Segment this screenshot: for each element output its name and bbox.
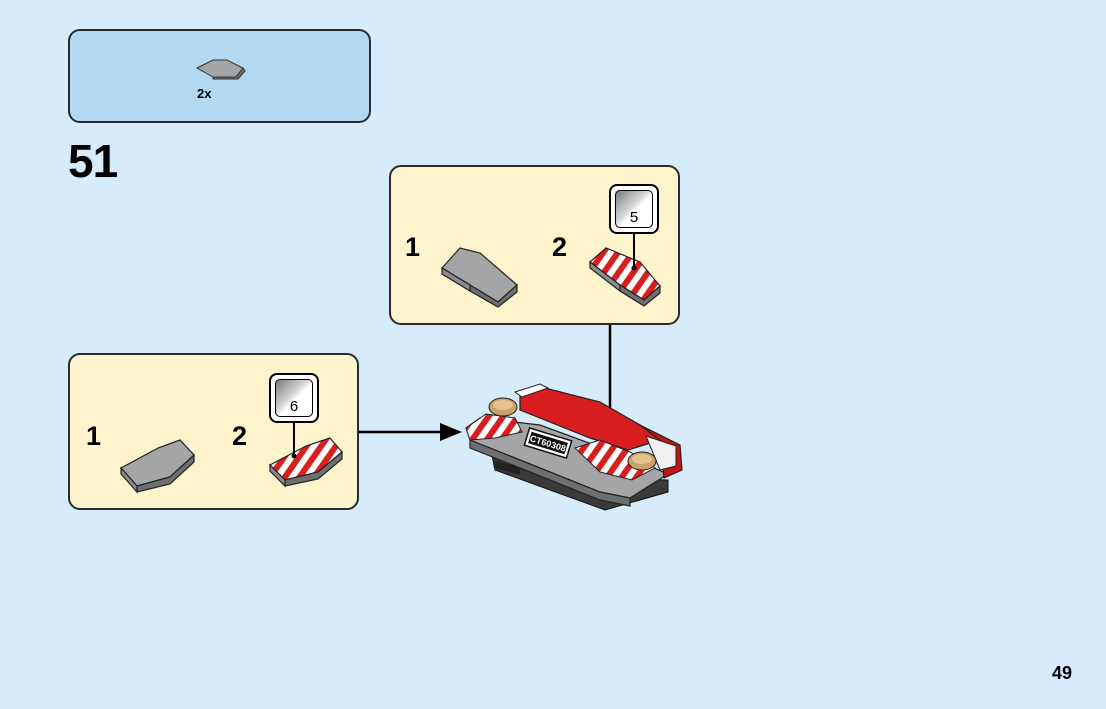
curved-slope-gray-icon — [441, 247, 518, 308]
subassembly-top-step-1: 1 — [405, 232, 421, 262]
sticker-sheet-icon — [275, 379, 313, 417]
sticker-reference-6: 6 — [269, 373, 319, 423]
attach-arrow-left — [359, 423, 462, 441]
sticker-sheet-icon — [615, 190, 653, 228]
subassembly-left-step-1: 1 — [86, 421, 102, 451]
parts-count: 2x — [197, 86, 212, 101]
subassembly-top-step-2: 2 — [552, 232, 568, 262]
sticker-reference-5: 5 — [609, 184, 659, 234]
sticker-number: 6 — [289, 398, 299, 415]
subassembly-left-step-2: 2 — [232, 421, 248, 451]
page-number: 49 — [1052, 663, 1073, 683]
curved-slope-gray-icon — [120, 439, 195, 494]
striped-curved-slope-icon — [269, 422, 343, 488]
striped-curved-slope-icon — [589, 233, 661, 307]
step-number: 51 — [68, 135, 118, 187]
sticker-number: 5 — [629, 209, 639, 226]
curved-slope-part-icon — [195, 59, 246, 80]
vehicle-model-illustration: CT60308 — [465, 383, 683, 511]
